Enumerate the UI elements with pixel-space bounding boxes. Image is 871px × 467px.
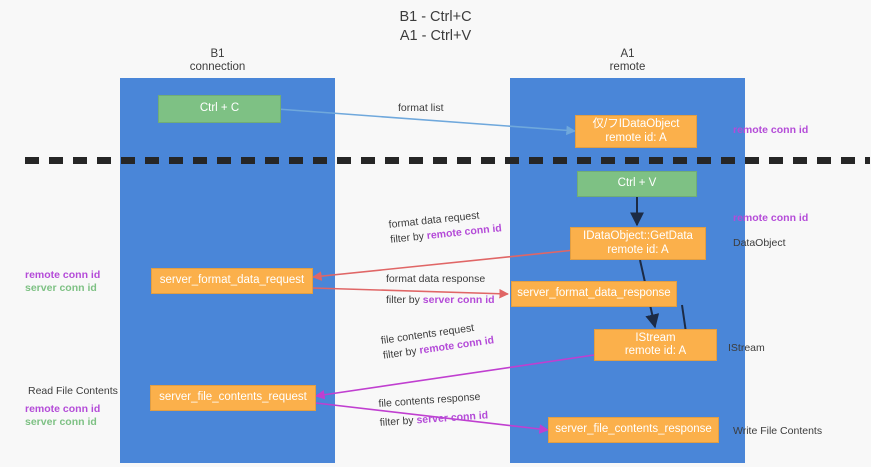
node-ctrl-v-label: Ctrl + V (617, 177, 657, 190)
node-server-file-contents-request-label: server_file_contents_request (159, 391, 307, 404)
node-server-file-contents-response-label: server_file_contents_response (555, 423, 712, 436)
note-left-server-conn-id-mid: server conn id (25, 282, 97, 294)
node-ctrl-c[interactable]: Ctrl + C (158, 95, 281, 123)
phase-divider (25, 157, 870, 164)
note-left-read-file-contents: Read File Contents (28, 385, 118, 397)
edge-label-format-data-response-hl: server conn id (422, 294, 495, 306)
edge-format-list (276, 108, 576, 136)
node-server-file-contents-response[interactable]: server_file_contents_response (548, 417, 719, 443)
edge-label-file-contents-request-line2: filter by (382, 344, 421, 362)
diagram-title: B1 - Ctrl+C A1 - Ctrl+V (399, 9, 472, 44)
note-right-write-file-contents: Write File Contents (733, 425, 823, 437)
edge-file-contents-response (315, 402, 549, 434)
node-idataobject-getdata[interactable]: IDataObject::GetData remote id: A (570, 227, 706, 260)
edge-format-data-request (312, 249, 576, 281)
node-ctrl-c-label: Ctrl + C (199, 102, 240, 115)
note-left-server-conn-id-bot: server conn id (25, 416, 97, 428)
edge-label-file-contents-response-hl: server conn id (416, 409, 489, 427)
edge-label-format-list-line1: format list (398, 102, 444, 114)
edge-file-contents-request (315, 354, 595, 400)
edge-format-data-response (312, 287, 509, 299)
edge-label-format-data-response-line1: format data response (386, 273, 486, 285)
note-left-remote-conn-id-mid: remote conn id (25, 269, 101, 281)
note-right-istream: IStream (728, 342, 765, 354)
node-server-format-data-response[interactable]: server_format_data_response (511, 281, 677, 307)
node-istream-sub: remote id: A (624, 345, 687, 357)
lane-title-b1: B1 connection (189, 48, 246, 73)
edge-label-format-list: format list (398, 101, 444, 116)
node-ctrl-v[interactable]: Ctrl + V (577, 171, 697, 197)
node-idataobject[interactable]: 仅/フIDataObject remote id: A (575, 115, 697, 148)
lane-title-a1: A1 remote (609, 48, 646, 73)
node-idataobject-getdata-label: IDataObject::GetData (583, 230, 693, 242)
note-right-dataobject: DataObject (733, 237, 786, 249)
edge-label-format-data-response: format data response filter by server co… (386, 272, 495, 308)
node-server-format-data-response-label: server_format_data_response (517, 287, 671, 300)
note-left-remote-conn-id-bot: remote conn id (25, 403, 101, 415)
edge-label-format-data-request-line2: filter by (389, 230, 428, 246)
node-idataobject-sub: remote id: A (605, 131, 667, 144)
edge-label-file-contents-response-line2: filter by (379, 414, 417, 429)
note-right-remote-conn-id-top: remote conn id (733, 124, 809, 136)
node-server-file-contents-request[interactable]: server_file_contents_request (150, 385, 316, 411)
note-right-remote-conn-id-mid: remote conn id (733, 212, 809, 224)
node-server-format-data-request[interactable]: server_format_data_request (151, 268, 313, 294)
node-istream-label: IStream (635, 331, 676, 344)
node-idataobject-getdata-sub: remote id: A (607, 243, 669, 256)
edge-label-format-data-response-line2: filter by (386, 294, 423, 306)
node-istream[interactable]: IStream remote id: A (594, 329, 717, 361)
node-idataobject-label: 仅/フIDataObject (592, 118, 680, 130)
node-server-format-data-request-label: server_format_data_request (159, 274, 305, 287)
